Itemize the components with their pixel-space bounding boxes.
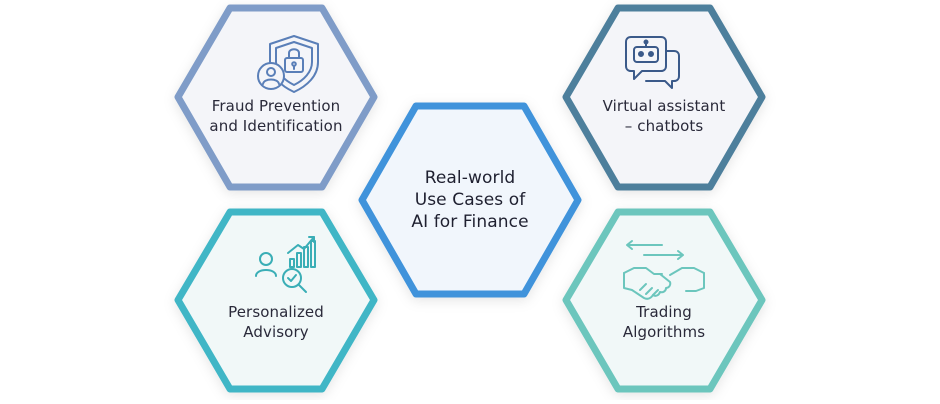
label-line: Algorithms <box>622 323 706 341</box>
label-line: Virtual assistant <box>602 97 726 115</box>
node-label-advisory: Personalized Advisory <box>178 302 374 342</box>
hexagon-trading <box>562 208 766 393</box>
center-title-line: AI for Finance <box>411 212 529 232</box>
label-line: Trading <box>636 303 692 321</box>
center-title: Real-world Use Cases of AI for Finance <box>370 167 570 233</box>
label-line: and Identification <box>209 117 343 135</box>
center-title-line: Use Cases of <box>414 190 526 210</box>
advisor-chart-icon <box>255 236 316 293</box>
hexagon-fraud <box>174 4 378 191</box>
label-line: Fraud Prevention <box>211 97 341 115</box>
center-title-line: Real-world <box>424 168 516 188</box>
node-label-trading: Trading Algorithms <box>566 302 762 342</box>
node-label-assistant: Virtual assistant – chatbots <box>566 96 762 136</box>
hexagon-assistant <box>562 4 766 191</box>
label-line: Advisory <box>243 323 309 341</box>
hexagon-center <box>358 102 582 298</box>
label-line: Personalized <box>228 303 324 321</box>
label-line: – chatbots <box>624 117 704 135</box>
node-label-fraud: Fraud Prevention and Identification <box>178 96 374 136</box>
shield-lock-user-icon <box>257 35 319 93</box>
hexagon-advisory <box>174 208 378 393</box>
chatbot-icon <box>625 36 680 89</box>
handshake-icon <box>623 240 705 300</box>
